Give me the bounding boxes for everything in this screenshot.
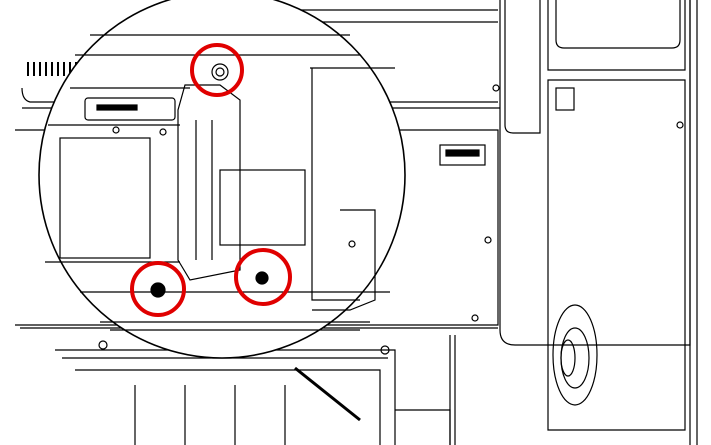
- callout-top-fastener: [190, 43, 244, 97]
- callout-circles: [130, 43, 292, 317]
- callout-bottom-right-fastener: [234, 248, 292, 306]
- mounting-holes: [98, 84, 684, 355]
- detail-magnifier: [38, 0, 406, 359]
- callout-bottom-left-fastener: [130, 261, 186, 317]
- cable: [294, 366, 361, 422]
- nameplate-label: [439, 87, 575, 166]
- fan-opening: [552, 304, 598, 406]
